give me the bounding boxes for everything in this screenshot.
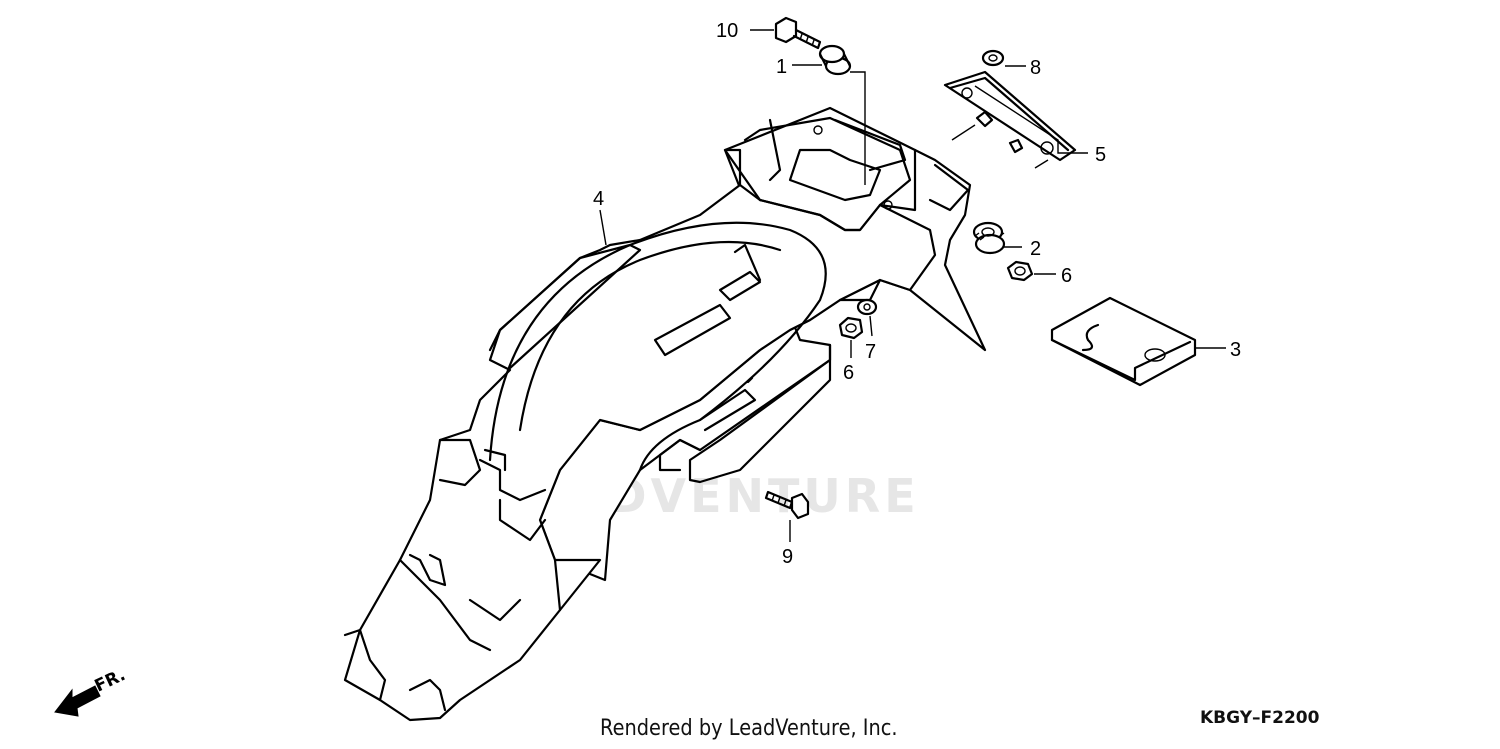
- rear-fender[interactable]: [343, 106, 987, 722]
- callout-6-right: 6: [1061, 265, 1072, 287]
- bolt-part-9[interactable]: [764, 490, 810, 520]
- washer-part-7[interactable]: [856, 298, 878, 316]
- rendered-by-credit: Rendered by LeadVenture, Inc.: [600, 716, 898, 741]
- callout-numbers: 10 1 8 5 2 6 3 4 6 7 9: [593, 20, 1241, 568]
- leader-lines: [599, 29, 1226, 542]
- diagram-code: KBGY–F2200: [1200, 708, 1320, 728]
- front-label: FR.: [92, 665, 129, 696]
- callout-6-center: 6: [843, 362, 854, 384]
- callout-3: 3: [1230, 339, 1241, 361]
- callout-2: 2: [1030, 238, 1041, 260]
- front-direction-indicator: FR.: [54, 665, 129, 717]
- callout-5: 5: [1095, 144, 1106, 166]
- bracket-part-5[interactable]: [943, 70, 1077, 169]
- nut-part-6-right[interactable]: [1006, 260, 1034, 282]
- flap-part-3[interactable]: [1050, 296, 1197, 387]
- collar-part-1[interactable]: [818, 44, 852, 76]
- bolt-part-10[interactable]: [774, 16, 822, 50]
- callout-8: 8: [1030, 57, 1041, 79]
- washer-part-8[interactable]: [981, 49, 1005, 67]
- callout-4: 4: [593, 188, 604, 210]
- callout-7: 7: [865, 341, 876, 363]
- callout-1: 1: [776, 56, 787, 78]
- front-arrow-icon: [54, 685, 101, 717]
- callout-10: 10: [716, 20, 738, 42]
- nut-part-6-center[interactable]: [838, 316, 864, 340]
- callout-9: 9: [782, 546, 793, 568]
- grommet-part-2[interactable]: [972, 221, 1006, 255]
